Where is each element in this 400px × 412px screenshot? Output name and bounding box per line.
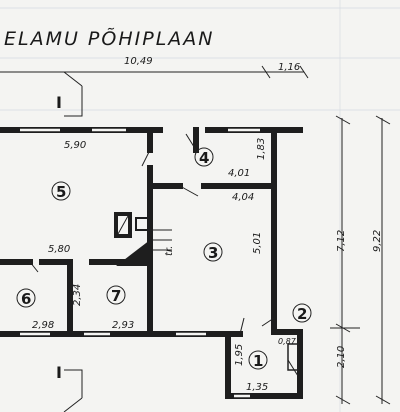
room4-width-label: 4,01	[228, 168, 250, 179]
walls	[0, 127, 303, 399]
room7-height-label: 2,34	[72, 284, 83, 306]
room-5-number: 5	[56, 183, 66, 201]
section-mark-bottom-label: I	[56, 363, 62, 382]
room5-lower-width-label: 5,80	[48, 244, 70, 255]
room-2-number: 2	[297, 305, 307, 323]
door-swings	[29, 133, 275, 335]
plan-title: ELAMU PÕHIPLAAN	[4, 27, 214, 50]
room4-lower-width-label: 4,04	[232, 192, 254, 203]
room5-width-label: 5,90	[64, 140, 86, 151]
room-4-number: 4	[199, 149, 209, 167]
right-dimension-lines: 9,22 7,12 2,10	[330, 115, 391, 405]
overall-width-dimension: 10,49 1,16	[0, 56, 309, 79]
section-marker-bottom: I	[56, 363, 83, 412]
room2-width-label: 0,87	[278, 337, 297, 346]
section-mark-top-label: I	[56, 93, 62, 112]
room1-height-label: 1,95	[234, 344, 245, 366]
room3-height-label: 5,01	[252, 232, 263, 254]
room-6-number: 6	[21, 290, 31, 308]
room-1-number: 1	[253, 352, 263, 370]
total-height-label: 9,22	[372, 230, 383, 252]
room-3-number: 3	[208, 244, 218, 262]
room-numbers: 5 4 3 6 7 1 2	[16, 147, 312, 370]
room-7-number: 7	[111, 287, 121, 305]
stair-label: tr.	[164, 246, 175, 256]
stair: tr.	[150, 229, 175, 256]
room6-width-label: 2,98	[32, 320, 54, 331]
room4-height-label: 1,83	[256, 138, 267, 160]
lower-height-label: 2,10	[336, 346, 347, 368]
room1-width-label: 1,35	[246, 382, 268, 393]
upper-height-label: 7,12	[336, 230, 347, 252]
room7-width-label: 2,93	[112, 320, 134, 331]
extension-width-label: 1,16	[278, 62, 300, 73]
fireplace	[114, 212, 151, 266]
total-width-label: 10,49	[124, 56, 153, 67]
section-marker-top: I	[56, 71, 83, 117]
room-dimensions: 5,90 4,01 1,83 4,04 5,01 5,80 2,34 2,98 …	[32, 138, 297, 393]
room2-shaft	[287, 343, 299, 377]
